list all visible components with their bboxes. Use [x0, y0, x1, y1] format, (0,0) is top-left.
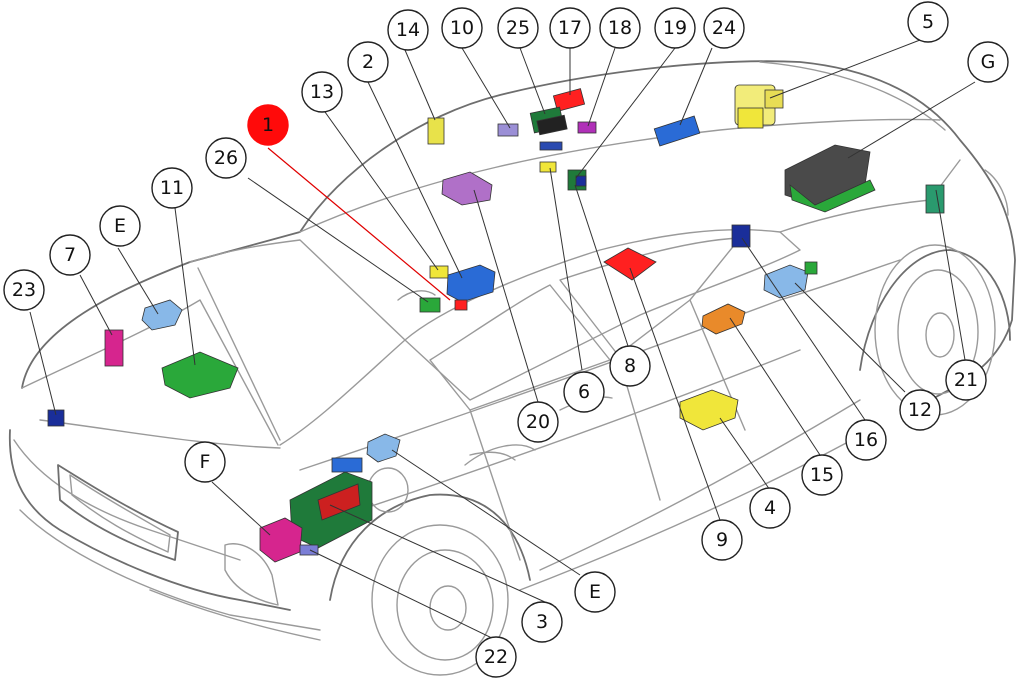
component-7: [104, 329, 124, 367]
svg-text:5: 5: [922, 11, 934, 33]
component-E-lower: [366, 433, 401, 463]
car-outline: [8, 60, 1016, 676]
svg-text:G: G: [981, 51, 996, 73]
svg-text:17: 17: [558, 17, 582, 39]
callout-26: 26: [205, 137, 247, 179]
callout-21: 21: [945, 359, 987, 401]
component-F: [259, 517, 303, 563]
callout-E-lower: E: [574, 571, 616, 613]
callout-2: 2: [347, 41, 389, 83]
callout-22: 22: [475, 636, 517, 678]
component-20: [441, 171, 493, 206]
svg-text:21: 21: [954, 369, 978, 391]
svg-text:26: 26: [214, 147, 238, 169]
callout-G: G: [967, 41, 1009, 83]
callouts: 1 2 3 4 5 6 7 8: [3, 1, 1009, 678]
svg-text:E: E: [589, 581, 601, 603]
callout-6: 6: [563, 371, 605, 413]
callout-14: 14: [387, 9, 429, 51]
callout-11: 11: [151, 167, 193, 209]
component-5: [734, 84, 784, 129]
svg-text:3: 3: [536, 611, 548, 633]
svg-text:13: 13: [310, 81, 334, 103]
callout-1: 1: [247, 104, 289, 146]
svg-text:E: E: [114, 215, 126, 237]
callout-E-top: E: [99, 205, 141, 247]
callout-9: 9: [701, 519, 743, 561]
callout-13: 13: [301, 71, 343, 113]
svg-text:12: 12: [908, 399, 932, 421]
svg-text:18: 18: [608, 17, 632, 39]
svg-text:24: 24: [712, 17, 736, 39]
svg-text:9: 9: [716, 529, 728, 551]
callout-5: 5: [907, 1, 949, 43]
component-24: [653, 115, 701, 147]
component-11: [161, 351, 239, 399]
component-G: [784, 144, 876, 213]
svg-text:23: 23: [12, 279, 36, 301]
callout-15: 15: [801, 454, 843, 496]
callout-18: 18: [599, 7, 641, 49]
component-13: [429, 265, 449, 279]
callout-12: 12: [899, 389, 941, 431]
svg-text:8: 8: [624, 355, 636, 377]
svg-text:14: 14: [396, 19, 420, 41]
svg-text:6: 6: [578, 381, 590, 403]
svg-text:F: F: [200, 451, 211, 473]
component-18: [577, 121, 597, 134]
components: [47, 84, 945, 563]
leader-lines: [29, 39, 976, 641]
callout-7: 7: [49, 234, 91, 276]
component-10: [497, 123, 519, 137]
callout-17: 17: [549, 7, 591, 49]
svg-text:25: 25: [506, 17, 530, 39]
callout-25: 25: [497, 7, 539, 49]
component-26: [419, 297, 441, 313]
component-17: [552, 88, 586, 112]
component-2: [446, 264, 496, 303]
callout-F: F: [184, 441, 226, 483]
component-3: [289, 457, 373, 549]
component-6: [539, 161, 557, 173]
component-23: [47, 409, 65, 427]
callout-8: 8: [609, 345, 651, 387]
component-15: [701, 303, 746, 335]
svg-text:19: 19: [663, 17, 687, 39]
component-25: [529, 106, 568, 151]
component-E-top: [141, 299, 183, 331]
callout-19: 19: [654, 7, 696, 49]
callout-10: 10: [441, 7, 483, 49]
component-21: [925, 184, 945, 214]
component-14: [427, 117, 445, 145]
callout-16: 16: [845, 419, 887, 461]
svg-text:1: 1: [262, 114, 274, 136]
callout-23: 23: [3, 269, 45, 311]
callout-4: 4: [749, 487, 791, 529]
svg-text:11: 11: [160, 177, 184, 199]
component-16: [731, 224, 751, 248]
callout-3: 3: [521, 601, 563, 643]
svg-text:4: 4: [764, 497, 776, 519]
svg-text:15: 15: [810, 464, 834, 486]
component-4: [679, 389, 739, 431]
svg-text:20: 20: [526, 411, 550, 433]
component-12: [763, 261, 818, 299]
component-8: [575, 175, 587, 187]
svg-text:7: 7: [64, 244, 76, 266]
svg-text:16: 16: [854, 429, 878, 451]
component-22: [299, 544, 319, 556]
component-9: [603, 247, 657, 281]
svg-text:10: 10: [450, 17, 474, 39]
callout-24: 24: [703, 7, 745, 49]
svg-text:2: 2: [362, 51, 374, 73]
svg-text:22: 22: [484, 646, 508, 668]
callout-20: 20: [517, 401, 559, 443]
component-1: [454, 299, 468, 311]
